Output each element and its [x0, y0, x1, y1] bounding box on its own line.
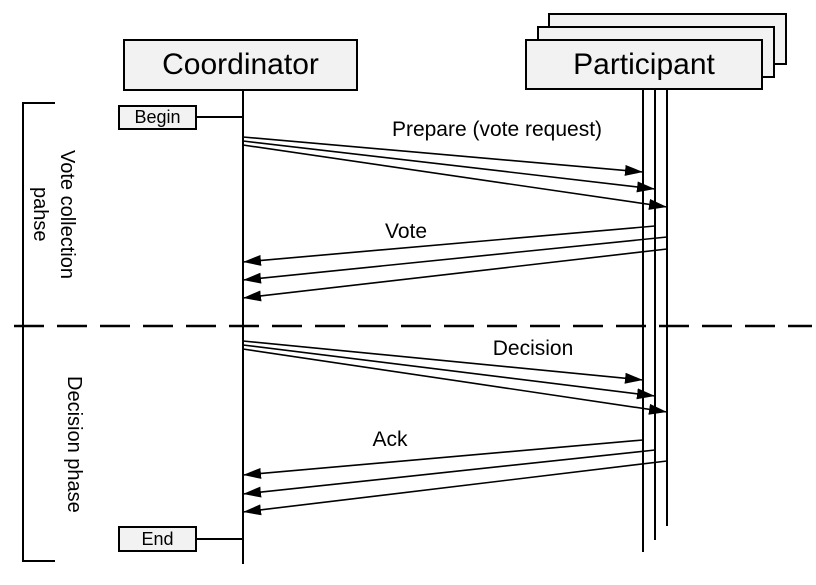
- decision-arrow-3: [242, 348, 668, 415]
- decision-arrow-2: [242, 344, 656, 400]
- end-box: End: [118, 526, 197, 552]
- ack-message-label: Ack: [372, 428, 408, 451]
- vote-collection-phase-line1: Vote collection: [56, 150, 78, 279]
- decision-phase-label: Decision phase: [60, 326, 87, 563]
- decision-arrow-1: [242, 340, 644, 384]
- prepare-arrow-2: [242, 140, 656, 193]
- prepare-arrow-1: [242, 136, 644, 176]
- prepare-arrow-3: [242, 144, 668, 210]
- ack-arrow-1: [242, 439, 644, 479]
- prepare-message-label: Prepare (vote request): [391, 118, 603, 141]
- decision-message-label: Decision: [492, 337, 574, 360]
- vote-collection-phase-label: Vote collection pahse: [26, 103, 80, 326]
- begin-box: Begin: [118, 105, 197, 130]
- vote-message-label: Vote: [384, 220, 428, 243]
- ack-arrow-2: [242, 449, 656, 498]
- vote-arrow-2: [242, 236, 668, 284]
- vote-collection-phase-line2: pahse: [29, 187, 51, 242]
- ack-arrow-3: [242, 460, 668, 516]
- participant-box: Participant: [525, 39, 763, 90]
- vote-arrow-3: [242, 248, 668, 302]
- coordinator-box: Coordinator: [123, 39, 358, 91]
- vote-arrow-1: [242, 225, 656, 266]
- decision-phase-line1: Decision phase: [63, 376, 85, 513]
- phase-bracket: [22, 102, 55, 562]
